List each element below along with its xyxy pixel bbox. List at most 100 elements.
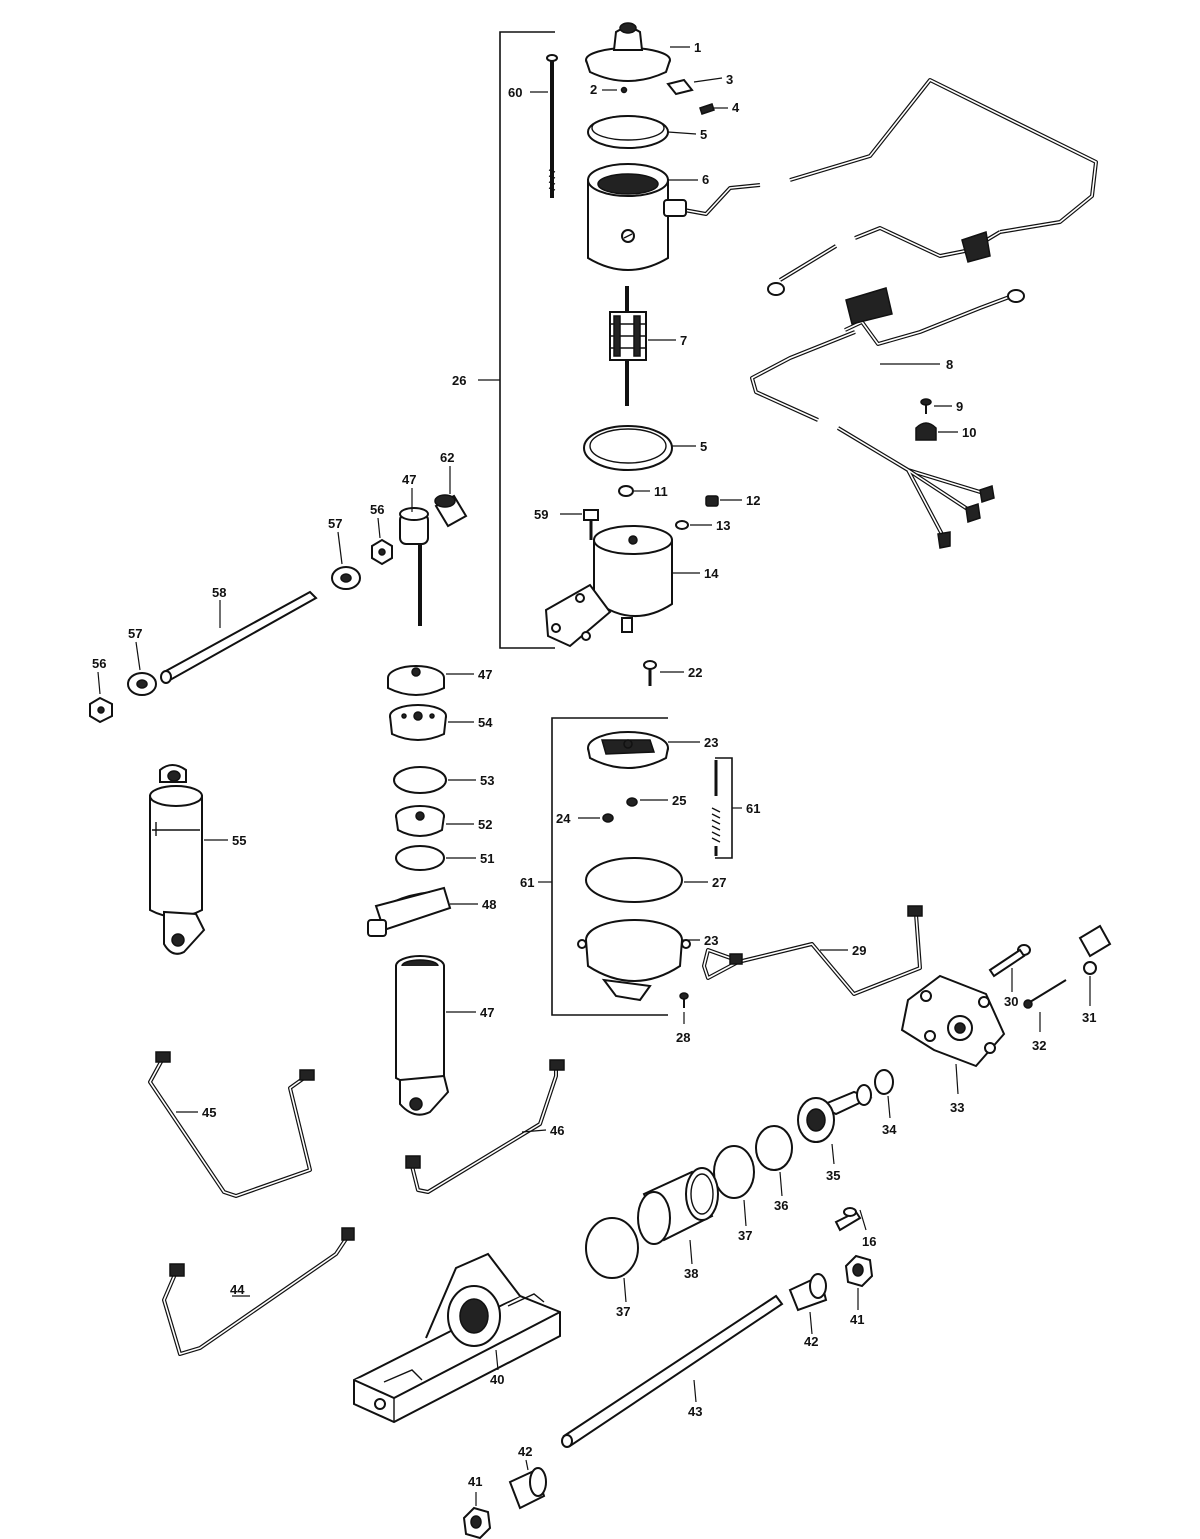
- label-61-main: 61: [520, 875, 534, 890]
- label-5-upper: 5: [700, 127, 707, 142]
- harness-upper: [663, 78, 1098, 296]
- label-10: 10: [962, 425, 976, 440]
- thru-bolt-60: [530, 54, 558, 198]
- cylinder-55: [149, 764, 228, 955]
- o-ring-37-lower: [585, 1217, 639, 1303]
- bushing-62: [434, 466, 468, 528]
- rod-eye-47: [399, 488, 429, 626]
- label-6: 6: [702, 172, 709, 187]
- label-60: 60: [508, 85, 522, 100]
- label-1: 1: [694, 40, 701, 55]
- harness-lower: [750, 287, 1025, 549]
- pin-16: [834, 1207, 867, 1232]
- screw-9: [920, 398, 952, 414]
- label-26: 26: [452, 373, 466, 388]
- label-56-upper: 56: [370, 502, 384, 517]
- tube-29: [702, 905, 923, 996]
- label-61-small: 61: [746, 801, 760, 816]
- label-31: 31: [1082, 1010, 1096, 1025]
- washer-57-a: [331, 531, 361, 590]
- label-34: 34: [882, 1122, 897, 1137]
- label-28: 28: [676, 1030, 690, 1045]
- label-32: 32: [1032, 1038, 1046, 1053]
- label-54: 54: [478, 715, 493, 730]
- label-4: 4: [732, 100, 740, 115]
- label-12: 12: [746, 493, 760, 508]
- tube-bolt-30: [988, 944, 1031, 992]
- label-30: 30: [1004, 994, 1018, 1009]
- sleeve-38: [637, 1167, 719, 1265]
- label-2: 2: [590, 82, 597, 97]
- label-40: 40: [490, 1372, 504, 1387]
- label-46: 46: [550, 1123, 564, 1138]
- pin-58: [160, 590, 318, 684]
- label-53: 53: [480, 773, 494, 788]
- shaft-35: [797, 1084, 873, 1165]
- label-47-cylinder: 47: [480, 1005, 494, 1020]
- label-24: 24: [556, 811, 571, 826]
- nut-41-left: [462, 1492, 492, 1539]
- bolt-59: [560, 509, 599, 540]
- label-55: 55: [232, 833, 246, 848]
- tube-45: [148, 1051, 315, 1198]
- label-13: 13: [716, 518, 730, 533]
- label-25: 25: [672, 793, 686, 808]
- label-8: 8: [946, 357, 953, 372]
- o-ring-53: [393, 766, 476, 794]
- washer-57-b: [127, 641, 157, 696]
- plug-12: [705, 495, 742, 507]
- o-ring-36: [755, 1125, 793, 1197]
- washer-11: [618, 485, 650, 497]
- label-35: 35: [826, 1168, 840, 1183]
- clamp-48: [367, 886, 478, 937]
- armature: [609, 286, 676, 406]
- shaft-43: [561, 1294, 784, 1448]
- o-ring-37-upper: [713, 1145, 755, 1227]
- label-16: 16: [862, 1234, 876, 1249]
- label-62: 62: [440, 450, 454, 465]
- label-29: 29: [852, 943, 866, 958]
- label-57-upper: 57: [328, 516, 342, 531]
- ball-25: [626, 797, 668, 807]
- label-9: 9: [956, 399, 963, 414]
- nut-41-right: [844, 1254, 874, 1310]
- seal-ring-lower: [583, 425, 696, 471]
- pin-22: [643, 660, 684, 686]
- label-47-cap: 47: [478, 667, 492, 682]
- label-42-left: 42: [518, 1444, 532, 1459]
- label-41-right: 41: [850, 1312, 864, 1327]
- clevis-42-left: [508, 1459, 547, 1510]
- cap-47: [387, 665, 474, 696]
- end-cap: [585, 22, 690, 82]
- label-57-lower: 57: [128, 626, 142, 641]
- label-37-lower: 37: [616, 1304, 630, 1319]
- nut-56-a: [371, 517, 393, 566]
- spring-61: [711, 760, 721, 856]
- label-11: 11: [654, 484, 668, 499]
- label-59: 59: [534, 507, 548, 522]
- fitting-31: [1078, 924, 1112, 1006]
- o-ring-34: [874, 1069, 894, 1119]
- label-27: 27: [712, 875, 726, 890]
- clamp-10: [915, 422, 958, 441]
- nut-56-b: [89, 671, 113, 724]
- o-ring-13: [675, 520, 712, 530]
- label-58: 58: [212, 585, 226, 600]
- piston-52: [395, 805, 474, 837]
- clevis-42-right: [788, 1273, 828, 1335]
- label-22: 22: [688, 665, 702, 680]
- label-51: 51: [480, 851, 494, 866]
- screw-28: [679, 992, 689, 1024]
- label-42-right: 42: [804, 1334, 818, 1349]
- bracket-61-small: [715, 757, 742, 859]
- label-3: 3: [726, 72, 733, 87]
- pump-cover-23-top: [587, 731, 700, 769]
- label-23-body: 23: [704, 933, 718, 948]
- brush-screw: [699, 103, 728, 115]
- label-23-top: 23: [704, 735, 718, 750]
- label-38: 38: [684, 1266, 698, 1281]
- label-47-rod: 47: [402, 472, 416, 487]
- label-52: 52: [478, 817, 492, 832]
- screw-32: [1023, 979, 1067, 1032]
- valve-block-33: [900, 974, 1006, 1095]
